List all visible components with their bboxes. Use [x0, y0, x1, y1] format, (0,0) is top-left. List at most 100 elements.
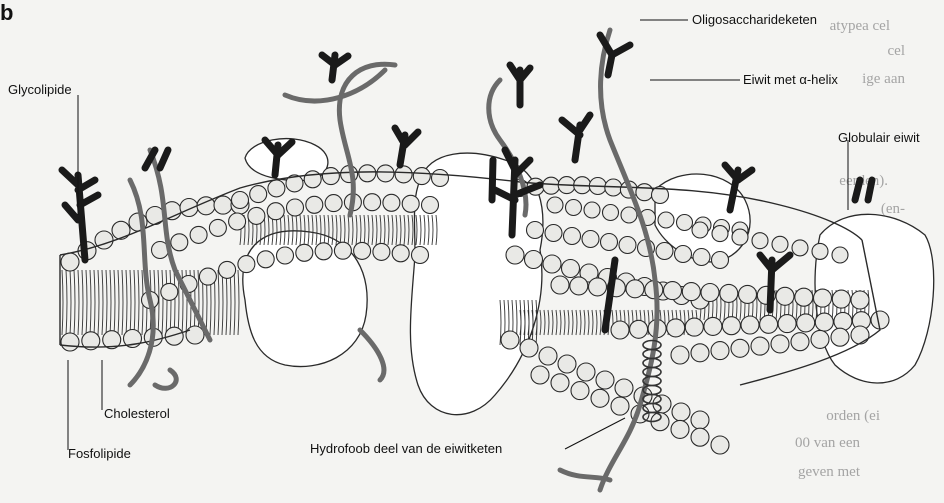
lipid-tail	[348, 215, 349, 245]
lipid-head	[545, 225, 562, 242]
lipid-tail	[316, 215, 317, 245]
lipid-head	[571, 382, 589, 400]
lipid-tail	[592, 310, 593, 335]
lipid-head	[543, 177, 560, 194]
lipid-head	[691, 344, 709, 362]
lipid-head	[619, 237, 636, 254]
lipid-head	[685, 318, 703, 336]
lipid-head	[229, 213, 246, 230]
lipid-tail	[588, 310, 589, 335]
lipid-head	[658, 212, 674, 228]
lipid-tail	[336, 215, 337, 245]
lipid-head	[232, 192, 249, 209]
lipid-head	[611, 397, 629, 415]
lipid-tail	[226, 270, 227, 335]
lipid-tail	[62, 270, 63, 335]
lipid-head	[199, 268, 216, 285]
lipid-head	[570, 277, 588, 295]
lipid-tail	[352, 215, 353, 245]
lipid-head	[831, 328, 849, 346]
label-glycolipid: Glycolipide	[8, 82, 72, 97]
lipid-tail	[384, 215, 385, 245]
lipid-tail	[580, 310, 581, 335]
lipid-head	[501, 331, 519, 349]
background-text-line: (en-	[881, 201, 905, 217]
lipid-tail	[114, 270, 115, 335]
lipid-tail	[408, 215, 409, 245]
lipid-head	[161, 283, 178, 300]
lipid-head	[525, 251, 543, 269]
background-text-line: eerden).	[839, 173, 888, 189]
background-text-line: 00 van een	[795, 435, 860, 451]
lipid-tail	[392, 215, 393, 245]
lipid-tail	[308, 215, 309, 245]
lipid-head	[791, 333, 809, 351]
lipid-head	[412, 247, 429, 264]
lipid-head	[671, 346, 689, 364]
lipid-head	[267, 203, 284, 220]
lipid-tail	[372, 215, 373, 245]
lipid-head	[832, 247, 848, 263]
lipid-tail	[102, 270, 103, 335]
lipid-head	[812, 243, 828, 259]
lipid-tail	[388, 215, 389, 245]
lipid-head	[811, 330, 829, 348]
lipid-head	[615, 379, 633, 397]
lipid-head	[712, 226, 728, 242]
lipid-head	[383, 194, 400, 211]
lipid-head	[832, 290, 850, 308]
lipid-head	[377, 165, 394, 182]
lipid-head	[257, 251, 274, 268]
lipid-head	[112, 221, 130, 239]
lipid-tail	[66, 270, 67, 335]
lipid-tail	[552, 310, 553, 335]
lipid-head	[584, 202, 600, 218]
lipid-head	[701, 284, 719, 302]
background-text-line: ige aan	[862, 71, 905, 87]
lipid-tail	[138, 270, 139, 335]
lipid-head	[720, 284, 738, 302]
background-text-line: cel	[888, 43, 905, 59]
lipid-tail	[400, 215, 401, 245]
lipid-head	[186, 326, 204, 344]
lipid-tail	[572, 310, 573, 335]
lipid-tail	[86, 270, 87, 335]
lipid-head	[797, 314, 815, 332]
background-text-line: orden (ei	[826, 408, 880, 424]
lipid-head	[591, 389, 609, 407]
lipid-tail	[544, 310, 545, 335]
lipid-head	[682, 283, 700, 301]
background-text-line: geven met	[798, 464, 861, 480]
lipid-head	[392, 245, 409, 262]
lipid-tail	[540, 310, 541, 335]
lipid-tail	[292, 215, 293, 245]
lipid-head	[834, 312, 852, 330]
lipid-tail	[312, 215, 313, 245]
lipid-head	[711, 436, 729, 454]
lipid-tail	[600, 310, 601, 335]
lipid-head	[741, 316, 759, 334]
lipid-tail	[536, 300, 537, 345]
lipid-head	[589, 278, 607, 296]
lipid-tail	[300, 215, 301, 245]
lipid-tail	[90, 270, 91, 335]
lipid-head	[621, 207, 637, 223]
lipid-head	[364, 194, 381, 211]
lipid-head	[531, 366, 549, 384]
lipid-head	[692, 222, 708, 238]
lipid-tail	[320, 215, 321, 245]
lipid-tail	[364, 215, 365, 245]
label-hydrophobic-part: Hydrofoob deel van de eiwitketen	[310, 441, 502, 456]
lipid-tail	[356, 215, 357, 245]
lipid-tail	[396, 215, 397, 245]
lipid-tail	[134, 270, 135, 335]
lipid-tail	[126, 270, 127, 335]
lipid-tail	[94, 270, 95, 335]
lipid-head	[190, 226, 207, 243]
lipid-head	[752, 233, 768, 249]
lipid-head	[815, 313, 833, 331]
lipid-head	[760, 315, 778, 333]
lipid-tail	[596, 310, 597, 335]
lipid-head	[306, 196, 323, 213]
